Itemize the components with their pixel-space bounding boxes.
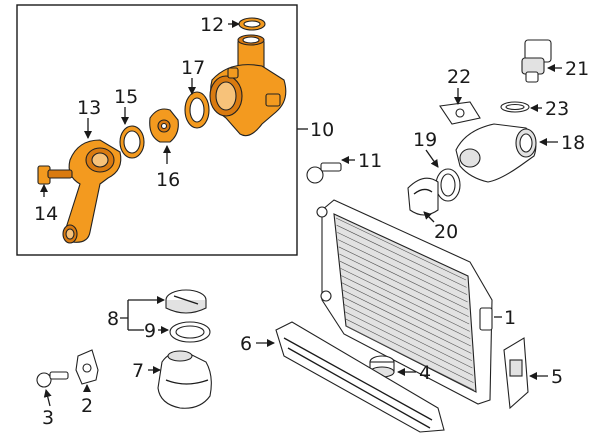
part-5-bracket[interactable] [503, 337, 529, 410]
callout-14: 14 [34, 203, 58, 225]
part-15-oring[interactable] [119, 125, 145, 159]
radiator-fin [345, 318, 474, 383]
highlight-group-frame [16, 4, 298, 256]
part-19-oring[interactable] [435, 168, 461, 202]
callout-6: 6 [240, 333, 252, 355]
part-2-bracket[interactable] [75, 349, 99, 385]
callout-7: 7 [132, 360, 144, 382]
callout-1: 1 [504, 307, 516, 329]
part-16-thermostat[interactable] [149, 108, 179, 143]
callout-labels: 12 17 15 13 16 14 10 11 22 21 23 18 19 2… [34, 14, 589, 429]
radiator-fin [342, 289, 472, 354]
radiator-fin [345, 325, 475, 391]
radiator-fin [339, 253, 469, 317]
callout-15: 15 [114, 86, 138, 108]
radiator-fin [337, 239, 468, 303]
callout-22: 22 [447, 66, 471, 88]
callout-12: 12 [200, 14, 224, 36]
part-22-gasket[interactable] [439, 101, 481, 125]
part-23-oring[interactable] [500, 101, 530, 113]
radiator-fin [343, 304, 473, 369]
part-17-gasket[interactable] [184, 91, 210, 129]
radiator-fin [341, 282, 471, 347]
callout-11: 11 [358, 150, 382, 172]
part-18-flange[interactable] [455, 123, 537, 183]
part-14-bolt[interactable] [37, 165, 73, 185]
part-6-air-duct[interactable] [275, 321, 445, 433]
callout-20: 20 [434, 221, 458, 243]
part-9-seal[interactable] [169, 321, 211, 343]
radiator-fin [341, 275, 471, 339]
callout-8: 8 [107, 308, 119, 330]
leader-lines [40, 20, 562, 407]
callout-3: 3 [42, 407, 54, 429]
radiator-fin [336, 224, 467, 288]
callout-2: 2 [81, 395, 93, 417]
callout-5: 5 [551, 366, 563, 388]
callout-13: 13 [77, 97, 101, 119]
callout-4: 4 [419, 362, 431, 384]
part-12-oring[interactable] [238, 17, 266, 31]
callout-19: 19 [413, 129, 437, 151]
part-7-expansion-tank[interactable] [157, 350, 212, 409]
callout-10: 10 [310, 119, 334, 141]
part-11-bolt[interactable] [306, 162, 342, 184]
part-10-housing[interactable] [209, 34, 287, 137]
part-8-cap[interactable] [165, 289, 207, 314]
radiator-fin [335, 217, 467, 281]
radiator-fin [339, 260, 470, 325]
callout-17: 17 [181, 57, 205, 79]
callout-18: 18 [561, 132, 585, 154]
callout-16: 16 [156, 169, 180, 191]
callout-21: 21 [565, 58, 589, 80]
radiator-fin [338, 246, 469, 310]
callout-9: 9 [144, 320, 156, 342]
radiator-fin [337, 232, 468, 295]
part-3-bolt[interactable] [36, 371, 69, 388]
part-1-radiator[interactable] [316, 199, 493, 405]
part-13-lower-housing[interactable] [62, 139, 122, 244]
callout-23: 23 [545, 98, 569, 120]
radiator-fin [344, 311, 474, 376]
part-20-clip[interactable] [407, 177, 439, 216]
radiator-fin [340, 268, 470, 332]
radiator-fin [343, 296, 472, 361]
part-21-sensor[interactable] [521, 39, 552, 83]
